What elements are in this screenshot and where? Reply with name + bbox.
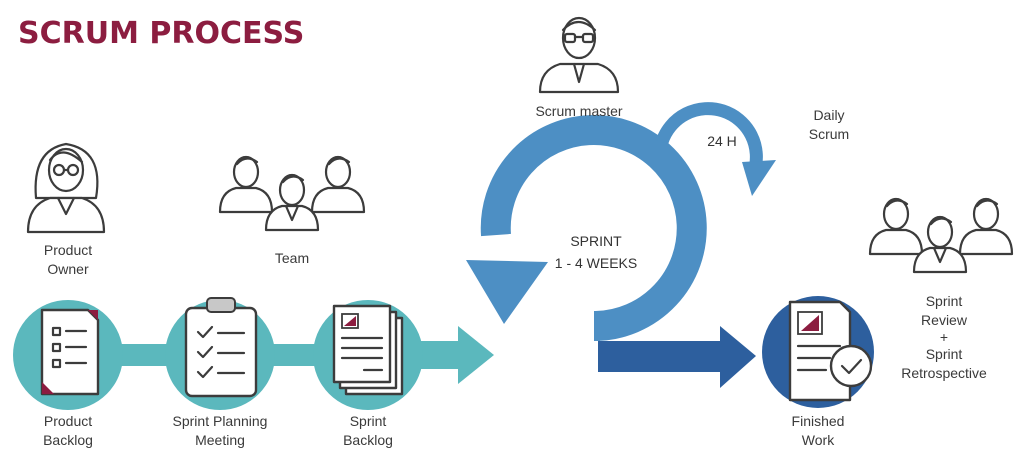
daily-scrum-arrow	[655, 102, 776, 196]
sprint-retro-label-2: Retrospective	[901, 365, 987, 381]
team-icon	[218, 155, 366, 232]
sprint-label: SPRINT	[570, 233, 622, 249]
sprint-cycle-arrow	[466, 115, 707, 341]
stage-sprint-planning-label: Sprint Planning	[173, 413, 268, 429]
stage-product-backlog	[13, 300, 123, 410]
sprint-duration-label: 1 - 4 WEEKS	[555, 255, 637, 271]
daily-scrum-label: Daily	[813, 107, 844, 123]
sprint-retro-label: Sprint	[926, 346, 963, 362]
sprint-review-label-2: Review	[921, 312, 968, 328]
teal-connectors	[120, 326, 494, 384]
page-title: SCRUM PROCESS	[18, 16, 304, 51]
clipboard-checklist-icon	[184, 297, 258, 398]
woman-icon	[26, 142, 106, 234]
scrum-master-label: Scrum master	[535, 103, 622, 119]
finished-work-arrow	[598, 326, 756, 388]
stacked-documents-icon	[332, 304, 404, 396]
stage-product-backlog-label-2: Backlog	[43, 432, 93, 448]
list-document-icon	[40, 308, 100, 396]
product-owner-label-2: Owner	[47, 261, 89, 277]
stage-product-backlog-label: Product	[44, 413, 92, 429]
daily-scrum-label-2: Scrum	[809, 126, 849, 142]
stage-sprint-backlog	[313, 300, 423, 410]
product-owner-label: Product	[44, 242, 92, 258]
stage-finished-work-label-2: Work	[802, 432, 835, 448]
stage-sprint-backlog-label-2: Backlog	[343, 432, 393, 448]
daily-cycle-label: 24 H	[707, 133, 737, 149]
stage-finished-work-label: Finished	[792, 413, 845, 429]
document-check-icon	[788, 300, 873, 402]
stage-sprint-planning	[165, 297, 275, 410]
stage-sprint-planning-label-2: Meeting	[195, 432, 245, 448]
review-plus-label: +	[940, 329, 948, 345]
sprint-review-label: Sprint	[926, 293, 963, 309]
man-glasses-icon	[538, 16, 620, 94]
stage-sprint-backlog-label: Sprint	[350, 413, 387, 429]
team-label: Team	[275, 250, 309, 266]
stage-finished-work	[762, 296, 874, 408]
review-team-icon	[868, 197, 1014, 274]
